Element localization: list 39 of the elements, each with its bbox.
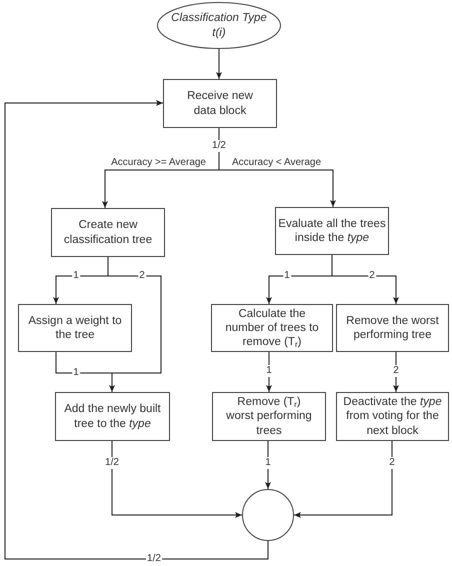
flow-arrow: [102, 170, 220, 208]
step-text: Evaluate all the trees inside the type: [277, 216, 387, 246]
branch-label: 1/2: [211, 140, 227, 152]
heading-text: Classification Type t(i): [170, 11, 268, 40]
process-box: [336, 392, 449, 441]
start-ellipse: [157, 2, 281, 49]
edge-label: 2: [388, 457, 396, 469]
step-text: Calculate the number of trees to remove (T$_{r}$): [224, 306, 320, 350]
edge-label: 1: [264, 457, 272, 469]
step-text: Add the newly built tree to the type: [63, 402, 162, 431]
flow-arrow: [216, 48, 222, 80]
process-box: [55, 392, 170, 441]
step-text: Remove (T$_{r}$) worst performing trees: [225, 395, 313, 438]
flow-arrow: [266, 276, 332, 304]
flow-arrow: [112, 440, 242, 518]
step-text: Receive new data block: [186, 89, 254, 118]
process-box: [211, 304, 333, 352]
flow-arrow: [294, 440, 392, 518]
process-box: [212, 392, 326, 441]
step-text: Create new classification tree: [62, 218, 154, 247]
process-box: [275, 207, 389, 255]
process-box: [336, 304, 449, 352]
process-box: [51, 208, 165, 257]
edge-label: 1/2: [104, 457, 120, 469]
flow-arrow: [218, 170, 336, 208]
merge-circle: [242, 489, 294, 541]
step-text: Remove the worst performing tree: [345, 314, 440, 342]
edge-label: 1: [265, 365, 273, 377]
flow-arrow: [109, 372, 115, 392]
edge-label: Accuracy >= Average: [110, 157, 207, 169]
edge-label: 2: [392, 365, 400, 377]
process-box: [18, 304, 132, 352]
step-text: Deactivate the type from voting for the next block: [342, 395, 443, 438]
edge-label: Accuracy < Average: [231, 157, 322, 169]
flow-arrow: [53, 276, 108, 304]
flow-arrow: [332, 276, 399, 304]
flow-arrow: [4, 100, 268, 560]
step-text: Assign a weight to the tree: [27, 314, 123, 342]
process-box: [163, 79, 277, 128]
